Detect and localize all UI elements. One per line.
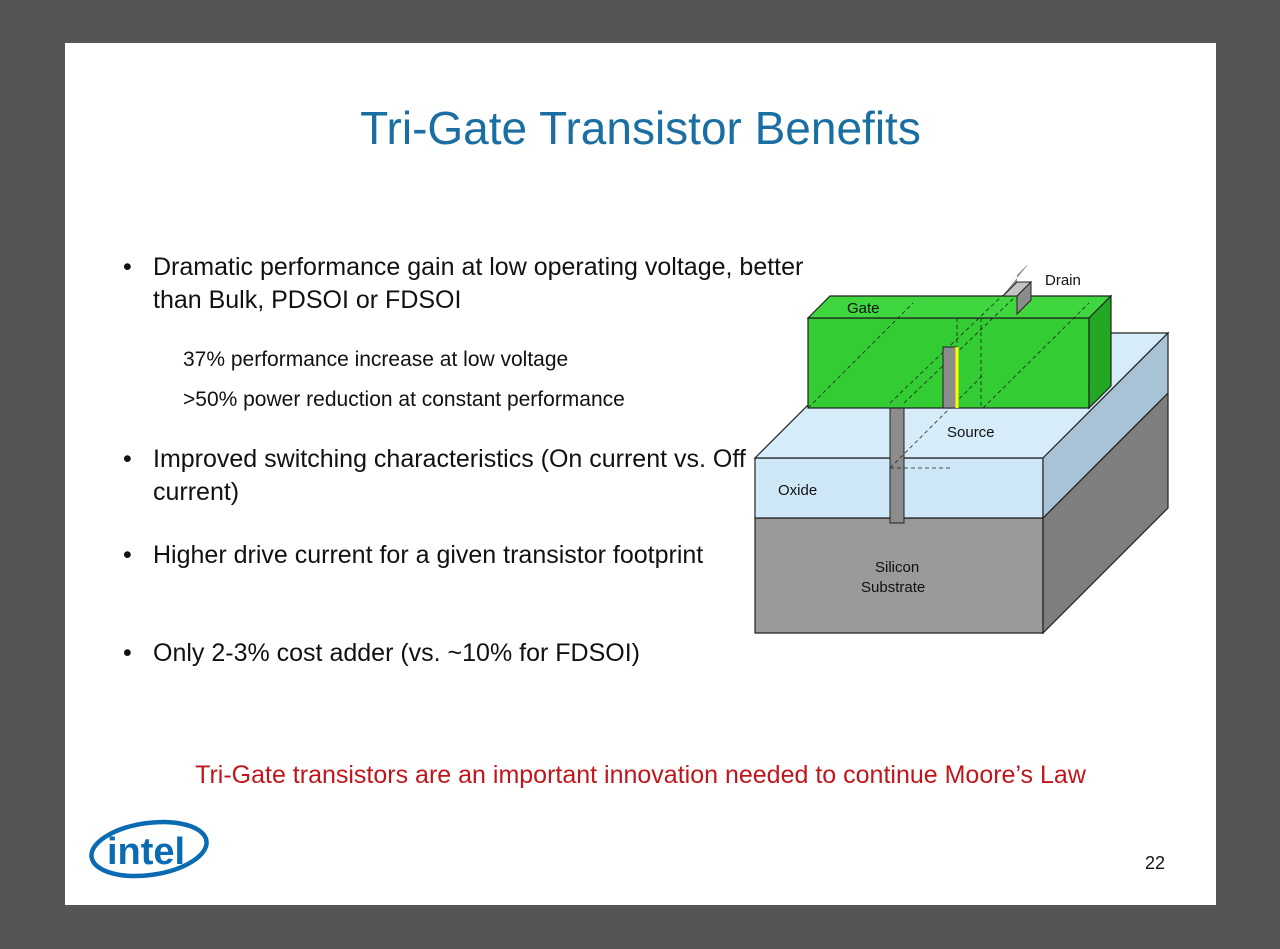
fin-front xyxy=(889,402,905,524)
bullet-text: Improved switching characteristics (On c… xyxy=(153,445,746,506)
tagline: Tri-Gate transistors are an important in… xyxy=(195,761,1086,789)
intel-logo: intel xyxy=(89,819,209,879)
page-number: 22 xyxy=(1145,853,1166,873)
substrate-label-line2: Substrate xyxy=(861,579,925,596)
source-label: Source xyxy=(947,424,995,441)
intel-logo-text: intel xyxy=(107,831,185,873)
bullet-dot: • xyxy=(123,541,132,569)
gate-label: Gate xyxy=(847,300,880,317)
bullet-item: • Only 2-3% cost adder (vs. ~10% for FDS… xyxy=(120,637,833,670)
bullet-text: Higher drive current for a given transis… xyxy=(153,541,704,569)
oxide-side xyxy=(1042,331,1169,520)
tri-gate-diagram: Drain Gate Source Oxide Silicon Substrat… xyxy=(753,265,1170,635)
fin-source-front xyxy=(942,346,958,409)
slide-title: Tri-Gate Transistor Benefits xyxy=(360,102,921,154)
bullet-dot: • xyxy=(123,253,132,281)
slide: Tri-Gate Transistor Benefits • Dramatic … xyxy=(65,43,1216,905)
bullet-item: • Higher drive current for a given trans… xyxy=(120,539,833,572)
bullet-text: Dramatic performance gain at low operati… xyxy=(153,253,804,314)
fin-drain-side xyxy=(1016,280,1032,316)
substrate-label-line1: Silicon xyxy=(875,559,919,576)
drain-label: Drain xyxy=(1045,272,1081,289)
bullet-dot: • xyxy=(123,445,132,473)
oxide-label: Oxide xyxy=(778,482,817,499)
bullet-item: • Dramatic performance gain at low opera… xyxy=(120,251,833,411)
bullet-text: Only 2-3% cost adder (vs. ~10% for FDSOI… xyxy=(153,639,640,667)
bullet-dot: • xyxy=(123,639,132,667)
sub-bullet-text: 37% performance increase at low voltage xyxy=(183,348,569,371)
gate-side xyxy=(1088,294,1112,410)
bullet-item: • Improved switching characteristics (On… xyxy=(120,443,833,509)
sub-bullet-text: >50% power reduction at constant perform… xyxy=(183,388,625,411)
